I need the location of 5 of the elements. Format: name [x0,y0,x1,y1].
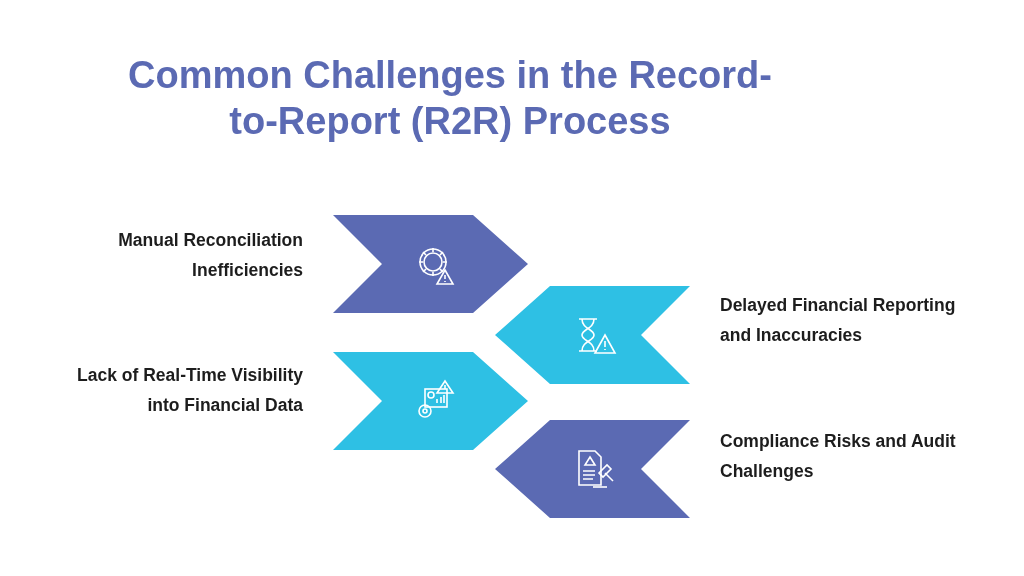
challenge-label: Compliance Risks and Audit Challenges [720,430,957,483]
challenge-label: Lack of Real-Time Visibility into Financial Data [76,364,303,417]
challenge-label: Manual Reconciliation Inefficiencies [117,229,303,282]
title: Common Challenges in the Record-to-Report (R2R) Process [127,53,773,144]
challenge-label: Delayed Financial Reporting and Inaccuracies [720,294,957,347]
